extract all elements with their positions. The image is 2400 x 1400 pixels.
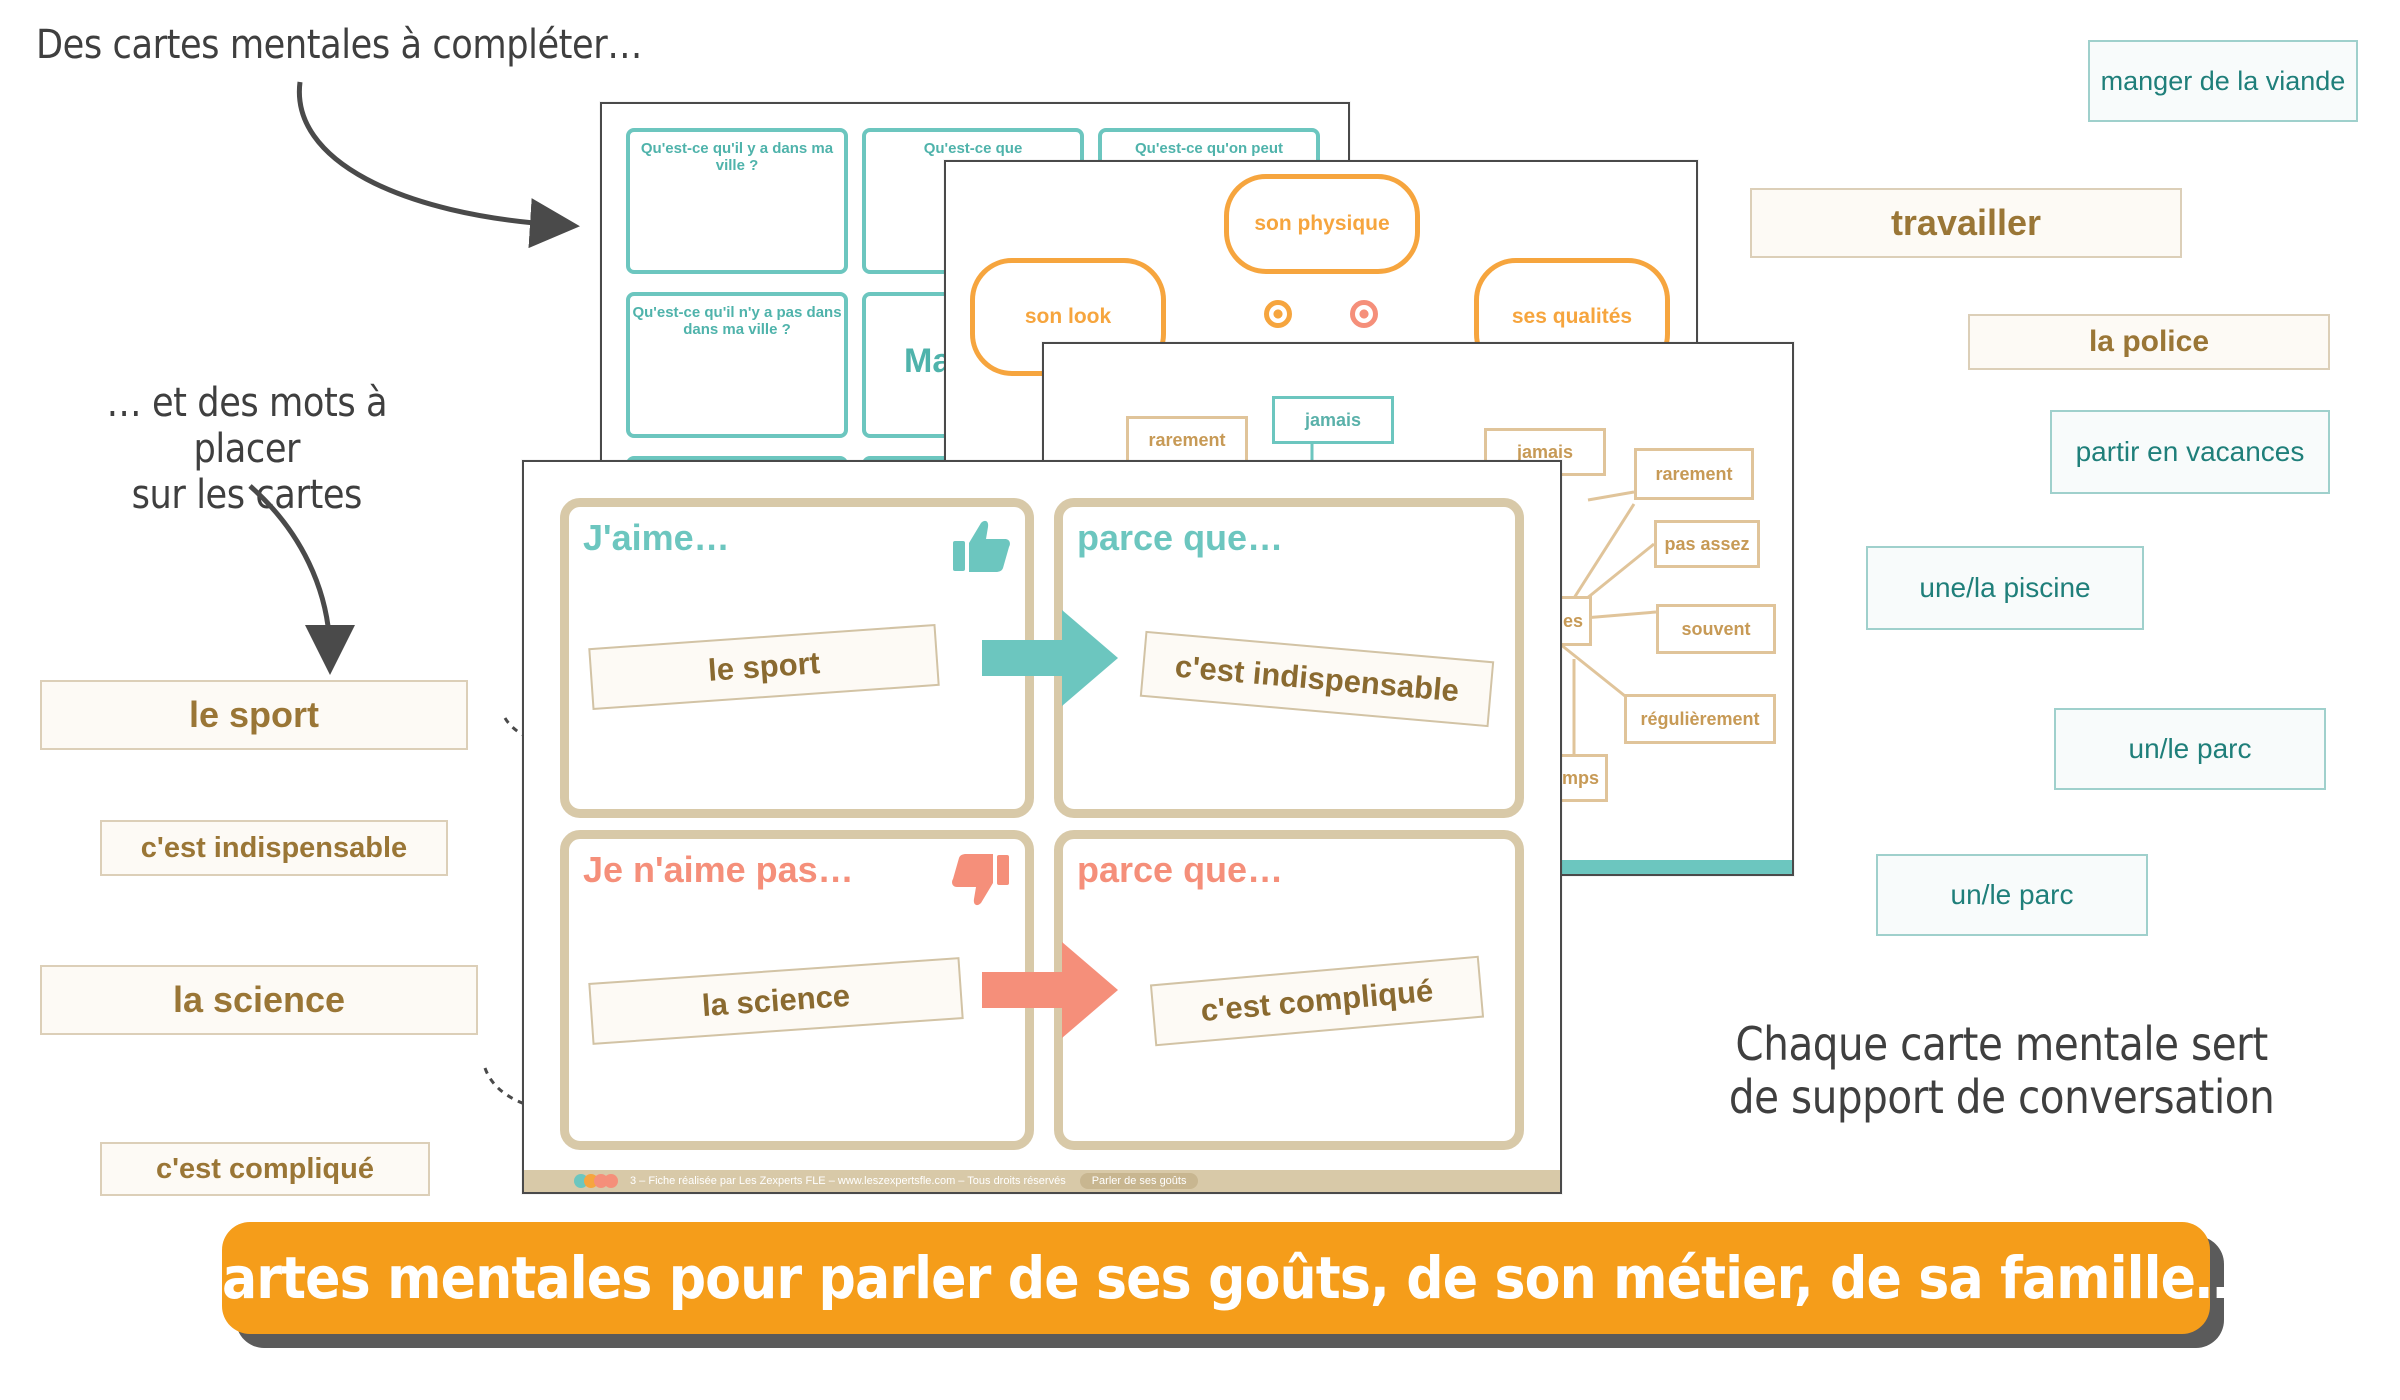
worksheet-likes: J'aime… parce que… Je n'aime pas… parce …: [522, 460, 1562, 1194]
city-cell: Qu'est-ce qu'il n'y a pas dans dans ma v…: [626, 292, 848, 438]
caption-top-left: Des cartes mentales à compléter…: [36, 22, 643, 68]
card-title-because: parce que…: [1077, 849, 1284, 890]
word-label[interactable]: manger de la viande: [2088, 40, 2358, 122]
card-title-like: J'aime…: [583, 517, 730, 558]
arrow-right-salmon-icon: [982, 942, 1118, 1038]
worksheet-footer: 3 – Fiche réalisée par Les Zexperts FLE …: [524, 1170, 1560, 1192]
word-label[interactable]: la police: [1968, 314, 2330, 370]
freq-box: rarement: [1634, 448, 1754, 500]
word-label[interactable]: un/le parc: [1876, 854, 2148, 936]
bottom-banner: Cartes mentales pour parler de ses goûts…: [185, 1222, 2248, 1334]
banner-text: Cartes mentales pour parler de ses goûts…: [185, 1244, 2248, 1312]
arrow-to-cards: [296, 81, 580, 249]
thumbs-down-icon: [952, 854, 1009, 906]
freq-box: jamais: [1272, 396, 1394, 444]
word-label[interactable]: travailler: [1750, 188, 2182, 258]
word-label[interactable]: c'est compliqué: [100, 1142, 430, 1196]
freq-box: pas assez: [1654, 520, 1760, 568]
caption-bottom-right: Chaque carte mentale sert de support de …: [1728, 1017, 2275, 1124]
thumbs-up-icon: [953, 520, 1010, 572]
word-label[interactable]: un/le parc: [2054, 708, 2326, 790]
word-label[interactable]: partir en vacances: [2050, 410, 2330, 494]
footer-tag: Parler de ses goûts: [1079, 1173, 1199, 1189]
freq-box: souvent: [1656, 604, 1776, 654]
dot-salmon: [1350, 300, 1378, 328]
word-label[interactable]: le sport: [40, 680, 468, 750]
dot-orange: [1264, 300, 1292, 328]
caption-middle-left: … et des mots à placer sur les cartes: [106, 380, 388, 518]
color-dots: [574, 1174, 618, 1188]
card-title-because: parce que…: [1077, 517, 1284, 558]
word-label[interactable]: une/la piscine: [1866, 546, 2144, 630]
arrow-to-words: [248, 484, 355, 675]
word-label[interactable]: la science: [40, 965, 478, 1035]
pill-physique: son physique: [1224, 174, 1420, 274]
word-label[interactable]: c'est indispensable: [100, 820, 448, 876]
city-cell: Qu'est-ce qu'il y a dans ma ville ?: [626, 128, 848, 274]
card-title-dislike: Je n'aime pas…: [583, 849, 854, 890]
freq-box: rarement: [1126, 416, 1248, 464]
arrow-right-teal-icon: [982, 610, 1118, 706]
footer-credit: 3 – Fiche réalisée par Les Zexperts FLE …: [630, 1175, 1066, 1187]
freq-box: régulièrement: [1624, 694, 1776, 744]
